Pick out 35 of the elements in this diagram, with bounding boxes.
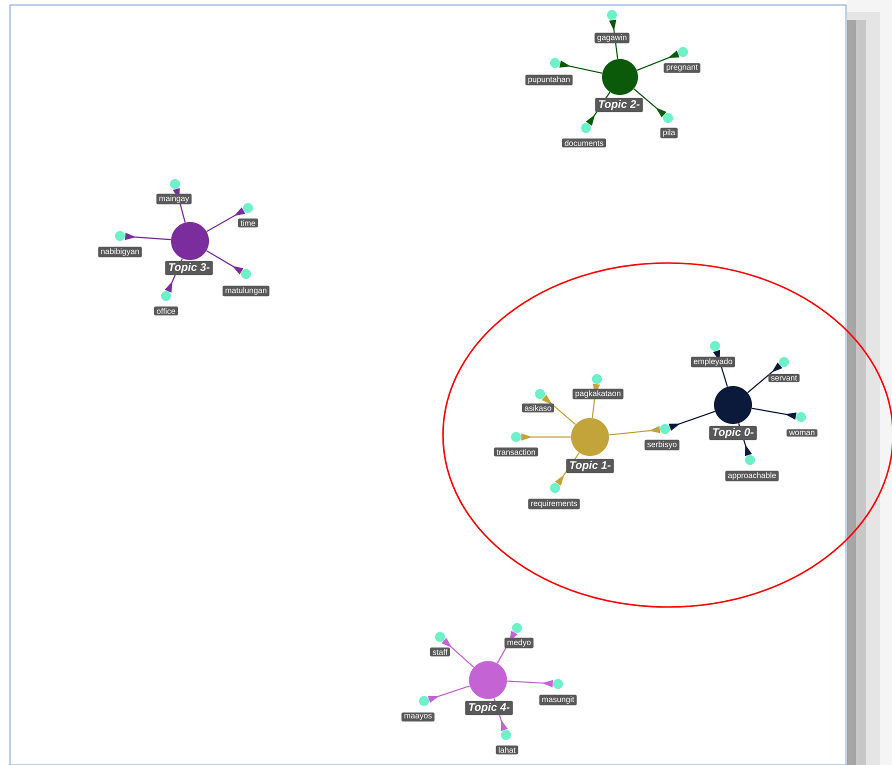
word-label: masungit	[539, 694, 577, 706]
connector	[559, 60, 602, 74]
connector	[668, 410, 716, 431]
topic-label: Topic 2-	[595, 98, 643, 112]
word-label: servant	[768, 374, 800, 382]
word-label: maingay	[156, 194, 192, 204]
word-label: matulungan	[222, 286, 270, 296]
word-label: asikaso	[522, 404, 554, 412]
word-label: pregnant	[664, 63, 700, 73]
word-label: lahat	[496, 746, 518, 754]
connector	[124, 232, 171, 240]
word-label: maayos	[402, 712, 434, 722]
word-label: transaction	[494, 448, 538, 456]
topic-label: Topic 0-	[709, 426, 757, 440]
word-label: approachable	[725, 470, 779, 482]
connector	[609, 20, 618, 60]
topic-label: Topic 4-	[465, 700, 513, 716]
word-label: requirements	[528, 498, 580, 510]
word-label: documents	[562, 138, 606, 148]
topic-label: Topic 3-	[165, 260, 213, 276]
word-label: pupuntahan	[525, 74, 573, 86]
word-label: medyo	[504, 638, 534, 648]
word-label: staff	[430, 648, 450, 656]
word-label: serbisyo	[644, 440, 680, 450]
connector	[507, 680, 554, 688]
word-label: woman	[786, 429, 818, 437]
word-label: office	[154, 306, 178, 316]
word-label: pila	[660, 128, 678, 138]
word-label: pagkakataon	[572, 388, 624, 400]
word-label: time	[238, 218, 258, 228]
word-label: gagawin	[594, 32, 630, 44]
connector	[609, 426, 660, 436]
topic-label: Topic 1-	[566, 458, 614, 474]
word-label: empleyado	[690, 356, 736, 368]
word-label: nabibigyan	[98, 246, 142, 258]
